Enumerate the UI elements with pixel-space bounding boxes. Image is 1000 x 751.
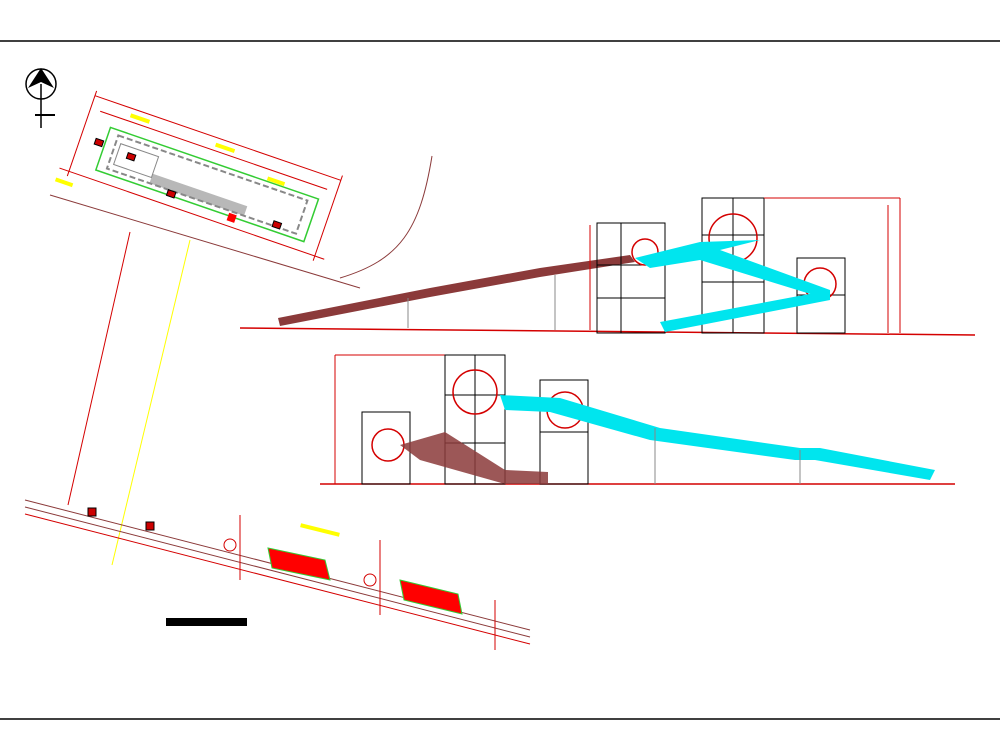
plan-view-bottom xyxy=(24,499,531,650)
plan-view-top xyxy=(54,90,343,261)
road-curve xyxy=(339,155,433,279)
elevation-lower xyxy=(320,354,955,485)
scale-bar xyxy=(166,618,247,626)
road-edge xyxy=(49,194,361,289)
elevation-upper xyxy=(239,197,976,336)
connector-line xyxy=(111,239,191,566)
connector-line xyxy=(67,231,131,506)
north-arrow-icon xyxy=(25,68,57,128)
